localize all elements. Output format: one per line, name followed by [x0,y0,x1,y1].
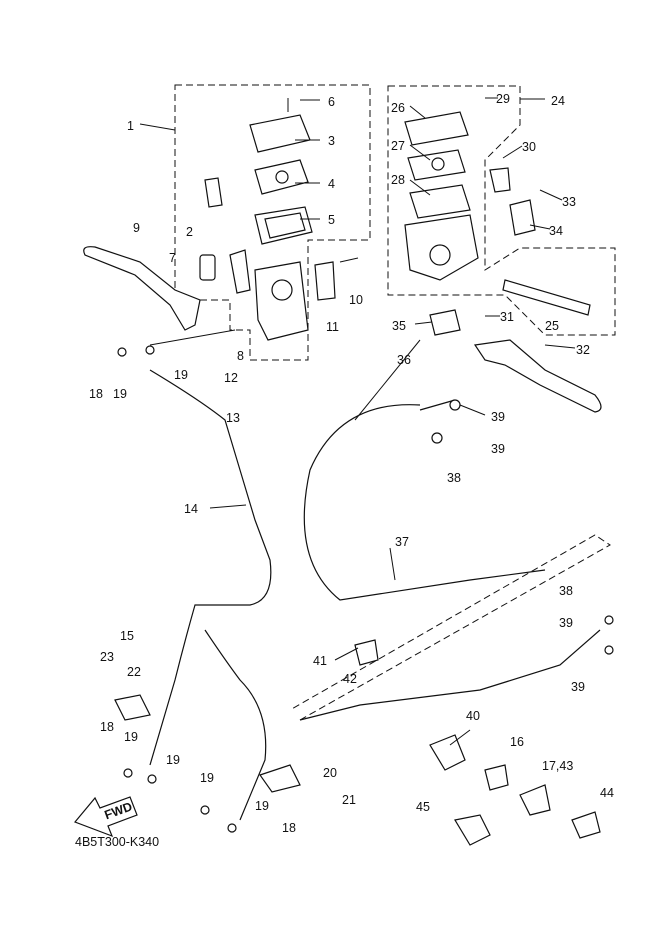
callout: 8 [237,349,244,363]
callout: 42 [343,672,357,686]
callout: 7 [169,251,176,265]
callout: 38 [447,471,461,485]
brake-cable [299,399,601,721]
callout: 31 [500,310,514,324]
diagram-code: 4B5T300-K340 [75,835,159,849]
callout: 6 [328,95,335,109]
callout: 44 [600,786,614,800]
group-box-left [174,84,371,361]
callout: 11 [326,320,339,334]
callout: 1 [127,119,134,133]
callout: 3 [328,134,335,148]
callout: 36 [397,353,411,367]
callout: 37 [395,535,409,549]
callout: 39 [559,616,573,630]
callout: 4 [328,177,335,191]
callout: 2 [186,225,193,239]
group-box-right [387,85,616,336]
reservoir-cap-left [249,98,313,245]
brake-lever-left [83,246,201,331]
callout: 12 [224,371,238,385]
callout: 14 [184,502,198,516]
switch-bracket [429,309,461,336]
callout: 18 [89,387,103,401]
leader-lines [139,97,576,746]
brake-lever-right [473,339,602,413]
callout: 24 [551,94,565,108]
callout: 18 [100,720,114,734]
group-box-cable [289,534,611,721]
hose-clamps [114,639,601,846]
washers [117,345,614,833]
callout: 19 [166,753,180,767]
callout: 20 [323,766,337,780]
callout: 9 [133,221,140,235]
callout: 26 [391,101,405,115]
piston-assembly [502,279,591,316]
callout: 19 [255,799,269,813]
callout: 19 [200,771,214,785]
callout: 30 [522,140,536,154]
callout: 32 [576,343,590,357]
brake-hose-front [204,629,267,821]
callout-labels: 1 2 3 4 5 6 7 8 9 10 11 12 13 14 15 16 1… [89,92,614,835]
callout: 15 [120,629,134,643]
reservoir-cap-right [404,111,536,281]
callout: 40 [466,709,480,723]
callout: 10 [349,293,363,307]
callout: 39 [491,410,505,424]
callout: 22 [127,665,141,679]
master-cylinder-left [199,177,359,341]
callout: 17,43 [542,759,573,773]
callout: 18 [282,821,296,835]
callout: 27 [391,139,405,153]
callout: 41 [313,654,327,668]
brake-hose-right [303,404,546,601]
callout: 33 [562,195,576,209]
callout: 5 [328,213,335,227]
callout: 29 [496,92,510,106]
callout: 21 [342,793,356,807]
callout: 35 [392,319,406,333]
callout: 13 [226,411,240,425]
brake-hose-left [149,369,272,766]
callout: 23 [100,650,114,664]
callout: 19 [124,730,138,744]
callout: 45 [416,800,430,814]
callout: 19 [174,368,188,382]
callout: 34 [549,224,563,238]
callout: 39 [571,680,585,694]
callout: 39 [491,442,505,456]
forward-arrow-icon: FWD [73,796,138,838]
callout: 16 [510,735,524,749]
callout: 38 [559,584,573,598]
callout: 19 [113,387,127,401]
callout: 28 [391,173,405,187]
callout: 25 [545,319,559,333]
